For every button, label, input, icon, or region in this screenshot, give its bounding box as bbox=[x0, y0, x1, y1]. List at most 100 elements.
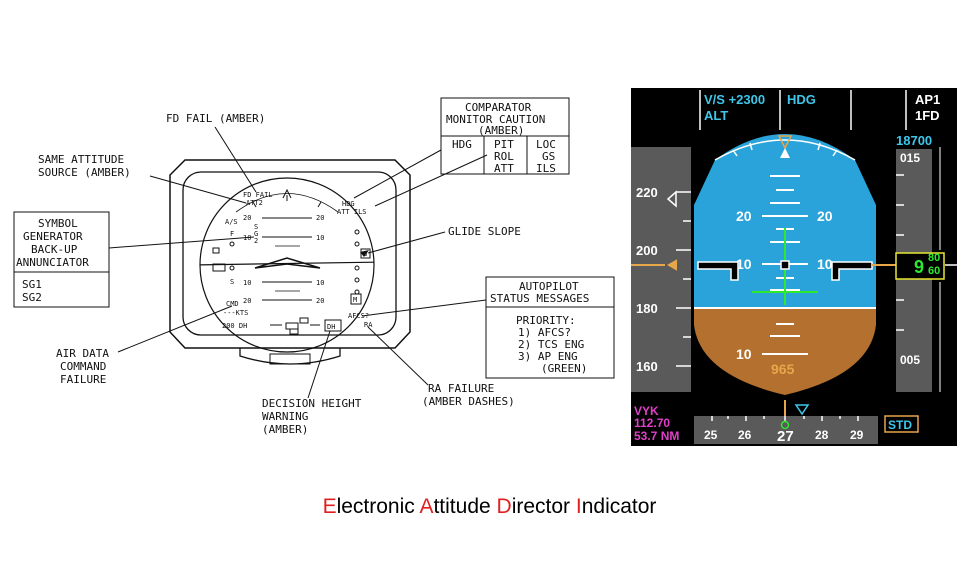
eadi-200dh: 200 DH bbox=[222, 322, 247, 330]
hdg-tick-28: 28 bbox=[815, 428, 829, 442]
callout-sg1: SG1 bbox=[22, 278, 42, 291]
m-annunciator bbox=[350, 293, 362, 305]
instrument-knob bbox=[269, 353, 311, 365]
pfd-ap: AP1 bbox=[915, 92, 940, 107]
eadi-pitch-20-left: 20 bbox=[243, 214, 251, 222]
roll-arc bbox=[714, 139, 856, 161]
eadi-afcs: AFCS? bbox=[348, 312, 369, 320]
speed-tick-220: 220 bbox=[636, 185, 658, 200]
dh-box bbox=[324, 319, 342, 332]
callout-comparator-2: MONITOR CAUTION bbox=[446, 113, 545, 126]
alt-tick-015: 015 bbox=[900, 151, 920, 165]
callout-dh-2: WARNING bbox=[262, 410, 308, 423]
eadi-hdg: HDG bbox=[342, 200, 355, 208]
alt-readout-80: 80 bbox=[928, 252, 940, 264]
eadi-sg-2: 2 bbox=[254, 237, 258, 245]
eadi-att2: ATT2 bbox=[246, 199, 263, 207]
callout-sg-4: ANNUNCIATOR bbox=[16, 256, 89, 269]
aircraft-center-dot bbox=[780, 260, 790, 270]
autopilot-priority-0: PRIORITY: bbox=[516, 314, 576, 327]
comparator-pit: PIT bbox=[494, 138, 514, 151]
roll-scale bbox=[235, 193, 339, 213]
callout-air-data-2: COMMAND bbox=[60, 360, 106, 373]
pfd-pitch-20-right: 20 bbox=[817, 208, 833, 224]
callout-same-attitude-1: SAME ATTITUDE bbox=[38, 153, 124, 166]
g-annunciator bbox=[360, 248, 371, 259]
instrument-inner-frame bbox=[182, 171, 397, 336]
autopilot-box bbox=[485, 276, 615, 379]
eadi-kts: ---KTS bbox=[223, 309, 248, 317]
localizer-box bbox=[285, 322, 299, 330]
hdg-tick-25: 25 bbox=[704, 428, 718, 442]
eadi-fd-fail: FD FAIL bbox=[243, 191, 273, 199]
autopilot-priority-4: (GREEN) bbox=[541, 362, 587, 375]
eadi-sg-g: G bbox=[254, 230, 258, 238]
pfd-alt-mode: ALT bbox=[704, 108, 728, 123]
pfd-hdg-mode: HDG bbox=[787, 92, 816, 107]
title-rest-d: irector bbox=[511, 495, 576, 518]
callout-sg-2: GENERATOR bbox=[23, 230, 83, 243]
roll-pointer bbox=[282, 188, 292, 199]
roll-pointer-white bbox=[780, 148, 790, 158]
callout-ra-2: (AMBER DASHES) bbox=[422, 395, 515, 408]
title-initial-e: E bbox=[322, 495, 337, 518]
comparator-hdg: HDG bbox=[452, 138, 472, 151]
pfd-radio-alt: 965 bbox=[771, 361, 795, 377]
pfd-nav-dist: 53.7 NM bbox=[634, 429, 679, 443]
eadi-sg-s: S bbox=[254, 223, 258, 231]
comparator-rol: ROL bbox=[494, 150, 514, 163]
eadi-ra: RA bbox=[364, 321, 373, 329]
callout-comparator-1: COMPARATOR bbox=[465, 101, 532, 114]
instrument-base bbox=[239, 348, 341, 365]
heading-bug bbox=[794, 404, 810, 416]
title-initial-d: D bbox=[496, 495, 512, 518]
callout-sg-3: BACK-UP bbox=[31, 243, 78, 256]
autopilot-priority-1: 1) AFCS? bbox=[518, 326, 571, 339]
comparator-loc: LOC bbox=[536, 138, 556, 151]
callout-sg-1: SYMBOL bbox=[38, 217, 78, 230]
autopilot-priority-3: 3) AP ENG bbox=[518, 350, 578, 363]
pfd-selected-alt: 18700 bbox=[896, 133, 932, 148]
callout-sg2: SG2 bbox=[22, 291, 42, 304]
eadi-s: S bbox=[230, 278, 234, 286]
callout-ra-1: RA FAILURE bbox=[428, 382, 494, 395]
callout-fd-fail: FD FAIL (AMBER) bbox=[166, 112, 265, 125]
eadi-pitch-m10-right: 10 bbox=[316, 279, 324, 287]
instrument-bezel bbox=[169, 159, 411, 349]
alt-readout-60: 60 bbox=[928, 265, 940, 277]
callout-dh-3: (AMBER) bbox=[262, 423, 308, 436]
eadi-att-ils: ATT ILS bbox=[337, 208, 367, 216]
symbol-generator-box bbox=[13, 211, 110, 308]
roll-index bbox=[777, 135, 793, 150]
pfd-nav-freq: 112.70 bbox=[634, 416, 670, 430]
comparator-gs: GS bbox=[542, 150, 555, 163]
dh-box-text: DH bbox=[327, 323, 335, 331]
callout-air-data-3: FAILURE bbox=[60, 373, 106, 386]
callout-glide-slope: GLIDE SLOPE bbox=[448, 225, 521, 238]
pfd-pitch-m10: 10 bbox=[736, 346, 752, 362]
title-rest-a: ttitude bbox=[433, 495, 497, 518]
title-initial-a: A bbox=[419, 495, 434, 518]
track-marker bbox=[780, 420, 790, 430]
eadi-cmd: CMD bbox=[226, 300, 239, 308]
eadi-pitch-m10-left: 10 bbox=[243, 279, 251, 287]
hdg-tick-26: 26 bbox=[738, 428, 752, 442]
pfd-fd: 1FD bbox=[915, 108, 940, 123]
aircraft-wing-left bbox=[697, 261, 739, 281]
speed-bug bbox=[666, 190, 677, 208]
callout-autopilot-2: STATUS MESSAGES bbox=[490, 292, 589, 305]
eadi-pitch-10-right: 10 bbox=[316, 234, 324, 242]
eadi-pitch-20-right: 20 bbox=[316, 214, 324, 222]
altitude-readout-box bbox=[895, 252, 945, 280]
alt-tick-005: 005 bbox=[900, 353, 920, 367]
pfd-pitch-10-left: 10 bbox=[736, 256, 752, 272]
hdg-tick-27: 27 bbox=[777, 428, 794, 445]
callout-same-attitude-2: SOURCE (AMBER) bbox=[38, 166, 131, 179]
speed-tick-160: 160 bbox=[636, 359, 658, 374]
pfd-pitch-20-left: 20 bbox=[736, 208, 752, 224]
eadi-pitch-m20-right: 20 bbox=[316, 297, 324, 305]
callout-autopilot-1: AUTOPILOT bbox=[519, 280, 579, 293]
pfd-vs: V/S +2300 bbox=[704, 92, 765, 107]
alt-readout-digit: 9 bbox=[914, 257, 924, 277]
speed-tick-200: 200 bbox=[636, 243, 658, 258]
